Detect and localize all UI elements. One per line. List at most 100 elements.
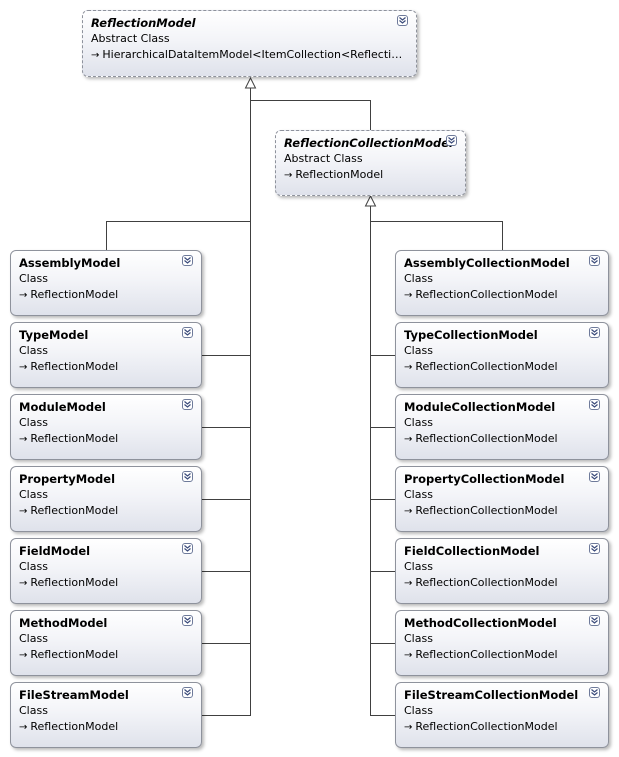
arrow-right-icon: →: [19, 434, 28, 445]
class-base: →ReflectionCollectionModel: [404, 574, 600, 592]
double-chevron-down-icon[interactable]: [182, 255, 193, 266]
class-kind: Class: [19, 272, 48, 285]
arrow-right-icon: →: [404, 290, 413, 301]
class-box-module-model[interactable]: ModuleModel Class →ReflectionModel: [10, 394, 202, 460]
double-chevron-down-icon[interactable]: [182, 543, 193, 554]
double-chevron-down-icon[interactable]: [589, 543, 600, 554]
class-box-field-collection-model[interactable]: FieldCollectionModel Class →ReflectionCo…: [395, 538, 609, 604]
arrow-right-icon: →: [404, 650, 413, 661]
class-name: ModuleModel: [19, 400, 106, 414]
class-box-reflection-model[interactable]: ReflectionModel Abstract Class →Hierarch…: [82, 10, 417, 77]
class-base-name: ReflectionCollectionModel: [415, 504, 558, 517]
double-chevron-down-icon[interactable]: [182, 327, 193, 338]
class-base-name: ReflectionModel: [30, 360, 119, 373]
class-name: TypeCollectionModel: [404, 328, 538, 342]
class-base-name: ReflectionModel: [30, 648, 119, 661]
class-name: PropertyModel: [19, 472, 116, 486]
class-kind: Class: [404, 704, 433, 717]
class-kind: Abstract Class: [91, 32, 170, 45]
class-base-name: ReflectionModel: [30, 576, 119, 589]
class-kind: Class: [19, 416, 48, 429]
class-box-property-model[interactable]: PropertyModel Class →ReflectionModel: [10, 466, 202, 532]
class-base: →ReflectionCollectionModel: [404, 286, 600, 304]
arrow-right-icon: →: [404, 506, 413, 517]
class-base: →ReflectionCollectionModel: [404, 502, 600, 520]
class-base: →ReflectionModel: [19, 502, 193, 520]
class-base-name: ReflectionModel: [30, 720, 119, 733]
class-kind: Class: [404, 344, 433, 357]
class-kind: Class: [404, 560, 433, 573]
double-chevron-down-icon[interactable]: [589, 471, 600, 482]
class-base-name: ReflectionModel: [30, 504, 119, 517]
double-chevron-down-icon[interactable]: [589, 687, 600, 698]
arrow-right-icon: →: [404, 722, 413, 733]
arrow-right-icon: →: [19, 578, 28, 589]
class-box-module-collection-model[interactable]: ModuleCollectionModel Class →ReflectionC…: [395, 394, 609, 460]
class-name: TypeModel: [19, 328, 89, 342]
class-base: →ReflectionModel: [19, 718, 193, 736]
class-kind: Class: [19, 704, 48, 717]
class-name: MethodCollectionModel: [404, 616, 557, 630]
class-base-name: ReflectionCollectionModel: [415, 576, 558, 589]
double-chevron-down-icon[interactable]: [182, 471, 193, 482]
class-kind: Class: [404, 416, 433, 429]
class-box-method-collection-model[interactable]: MethodCollectionModel Class →ReflectionC…: [395, 610, 609, 676]
double-chevron-down-icon[interactable]: [182, 615, 193, 626]
class-box-method-model[interactable]: MethodModel Class →ReflectionModel: [10, 610, 202, 676]
arrow-right-icon: →: [91, 50, 100, 61]
class-box-assembly-collection-model[interactable]: AssemblyCollectionModel Class →Reflectio…: [395, 250, 609, 316]
class-base-name: ReflectionModel: [295, 168, 384, 181]
class-kind: Class: [19, 344, 48, 357]
double-chevron-down-icon[interactable]: [589, 327, 600, 338]
arrow-right-icon: →: [19, 650, 28, 661]
class-name: PropertyCollectionModel: [404, 472, 565, 486]
class-base: →ReflectionCollectionModel: [404, 358, 600, 376]
class-name: FieldCollectionModel: [404, 544, 540, 558]
class-kind: Class: [404, 632, 433, 645]
arrow-right-icon: →: [19, 362, 28, 373]
class-base-name: ReflectionModel: [30, 288, 119, 301]
class-kind: Class: [19, 560, 48, 573]
class-base-name: ReflectionModel: [30, 432, 119, 445]
class-box-type-collection-model[interactable]: TypeCollectionModel Class →ReflectionCol…: [395, 322, 609, 388]
class-base: →ReflectionCollectionModel: [404, 430, 600, 448]
class-kind: Class: [19, 488, 48, 501]
class-base: →ReflectionModel: [19, 430, 193, 448]
double-chevron-down-icon[interactable]: [397, 15, 408, 26]
class-box-type-model[interactable]: TypeModel Class →ReflectionModel: [10, 322, 202, 388]
inheritance-arrowhead-icon: [364, 194, 377, 207]
class-base-name: ReflectionCollectionModel: [415, 360, 558, 373]
arrow-right-icon: →: [404, 434, 413, 445]
class-base: →ReflectionModel: [19, 646, 193, 664]
class-name: ModuleCollectionModel: [404, 400, 556, 414]
class-kind: Class: [404, 272, 433, 285]
class-base-name: ReflectionCollectionModel: [415, 720, 558, 733]
class-name: FileStreamCollectionModel: [404, 688, 579, 702]
class-base: →HierarchicalDataItemModel<ItemCollectio…: [91, 46, 408, 64]
class-base-name: ReflectionCollectionModel: [415, 432, 558, 445]
class-box-field-model[interactable]: FieldModel Class →ReflectionModel: [10, 538, 202, 604]
double-chevron-down-icon[interactable]: [589, 399, 600, 410]
class-name: AssemblyModel: [19, 256, 121, 270]
double-chevron-down-icon[interactable]: [182, 687, 193, 698]
double-chevron-down-icon[interactable]: [182, 399, 193, 410]
class-box-file-stream-collection-model[interactable]: FileStreamCollectionModel Class →Reflect…: [395, 682, 609, 748]
arrow-right-icon: →: [404, 578, 413, 589]
class-base-name: HierarchicalDataItemModel<ItemCollection…: [102, 48, 408, 61]
class-box-file-stream-model[interactable]: FileStreamModel Class →ReflectionModel: [10, 682, 202, 748]
class-box-assembly-model[interactable]: AssemblyModel Class →ReflectionModel: [10, 250, 202, 316]
class-base-name: ReflectionCollectionModel: [415, 288, 558, 301]
double-chevron-down-icon[interactable]: [446, 135, 457, 146]
class-base: →ReflectionModel: [19, 358, 193, 376]
double-chevron-down-icon[interactable]: [589, 615, 600, 626]
class-kind: Class: [19, 632, 48, 645]
class-name: AssemblyCollectionModel: [404, 256, 570, 270]
class-base: →ReflectionCollectionModel: [404, 646, 600, 664]
class-box-reflection-collection-model[interactable]: ReflectionCollectionModel Abstract Class…: [275, 130, 466, 196]
double-chevron-down-icon[interactable]: [589, 255, 600, 266]
class-base: →ReflectionModel: [19, 574, 193, 592]
class-base: →ReflectionModel: [19, 286, 193, 304]
class-box-property-collection-model[interactable]: PropertyCollectionModel Class →Reflectio…: [395, 466, 609, 532]
class-name: MethodModel: [19, 616, 108, 630]
